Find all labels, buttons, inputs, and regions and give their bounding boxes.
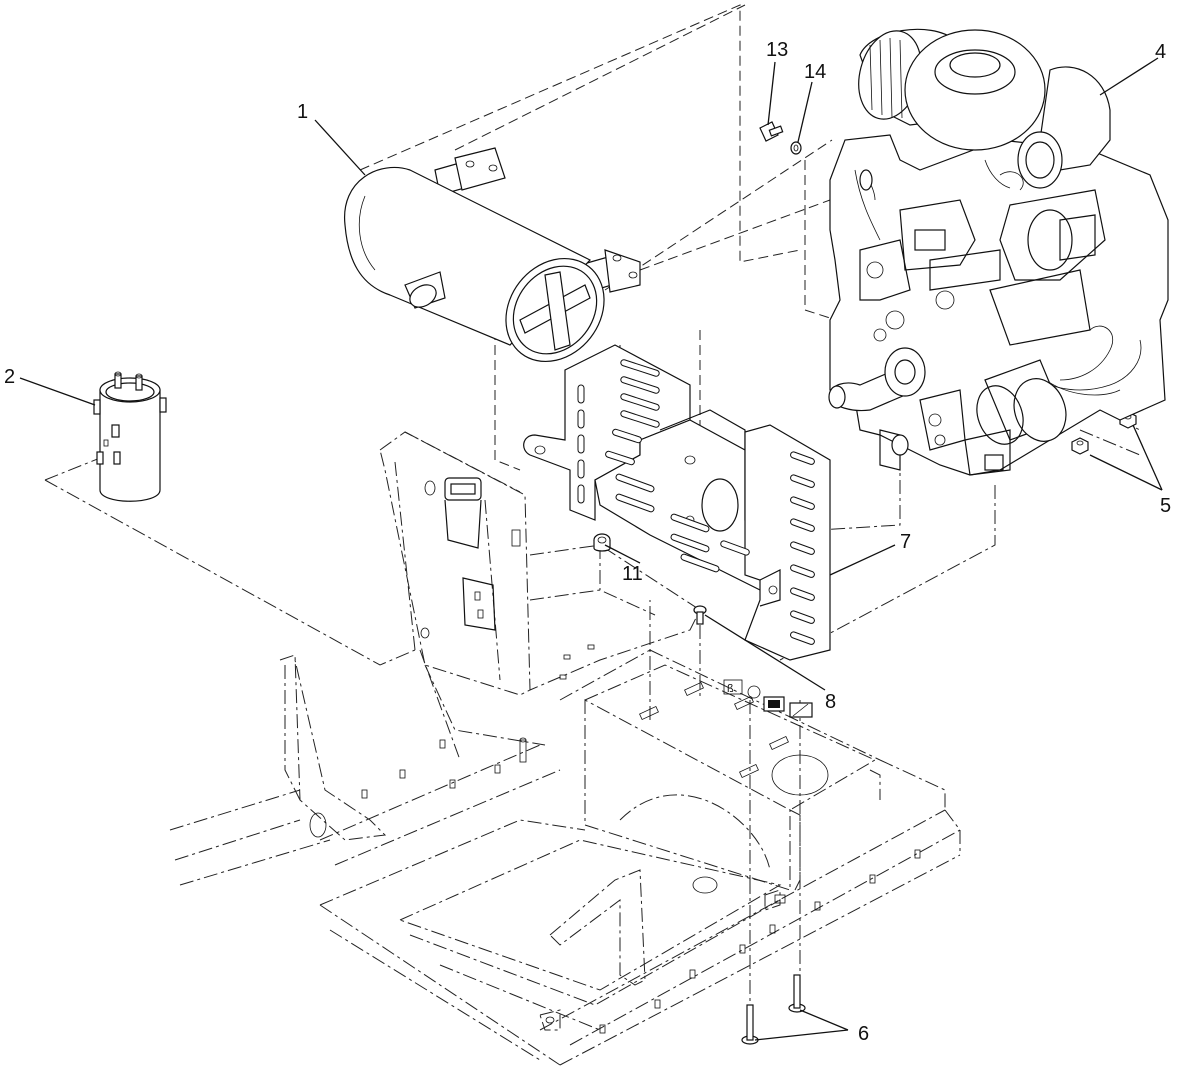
shield-slots-left <box>577 359 660 504</box>
bolts-part-6 <box>741 974 806 1045</box>
callout-6: 6 <box>858 1023 869 1045</box>
callout-1: 1 <box>297 101 308 123</box>
callout-4: 4 <box>1155 41 1166 63</box>
callout-11: 11 <box>622 563 643 585</box>
frame-chassis <box>169 649 961 1066</box>
washer-part-14 <box>790 141 802 155</box>
shield-slots-center <box>615 473 750 573</box>
svg-text:ß: ß <box>727 683 734 695</box>
engine-mount-deck: ß <box>584 664 881 891</box>
muffler <box>344 147 641 363</box>
seat-bracket <box>379 431 701 761</box>
bolt-part-11 <box>593 533 611 552</box>
callout-2: 2 <box>4 366 15 388</box>
callout-leaders <box>19 57 1163 1041</box>
callout-8: 8 <box>825 691 836 713</box>
callout-7: 7 <box>900 531 911 553</box>
heat-shield <box>523 344 831 661</box>
callout-numbers: 1 2 4 5 6 7 8 11 13 14 <box>4 39 1171 1045</box>
callout-13: 13 <box>766 39 788 61</box>
shield-slots-right <box>790 451 815 645</box>
screw-part-8 <box>693 605 707 625</box>
bolt-part-13 <box>759 121 784 142</box>
engine <box>828 28 1169 476</box>
canister <box>93 371 167 502</box>
callout-5: 5 <box>1160 495 1171 517</box>
callout-14: 14 <box>804 61 826 83</box>
